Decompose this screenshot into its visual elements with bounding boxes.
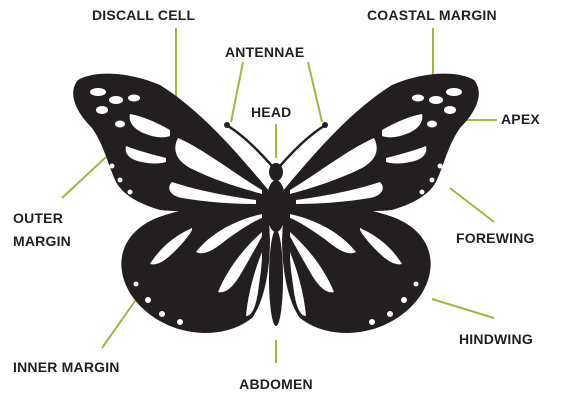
label-inner-margin: INNER MARGIN bbox=[13, 359, 120, 376]
left-hindwing-dot-1 bbox=[145, 297, 151, 303]
left-apex-spot-4 bbox=[128, 95, 140, 102]
right-hindwing-dot-2 bbox=[387, 311, 393, 317]
left-margin-dot-1 bbox=[110, 164, 115, 169]
label-apex: APEX bbox=[501, 111, 540, 128]
label-outer-margin-line2: MARGIN bbox=[13, 233, 71, 250]
left-hindwing-dot-3 bbox=[177, 319, 183, 325]
left-apex-spot-1 bbox=[90, 88, 106, 96]
label-head: HEAD bbox=[251, 104, 291, 121]
left-apex-spot-5 bbox=[115, 121, 125, 128]
right-margin-dot-1 bbox=[438, 164, 443, 169]
label-outer-margin-line1: OUTER bbox=[13, 210, 63, 227]
right-apex-spot-4 bbox=[412, 95, 424, 102]
abdomen-shape bbox=[269, 230, 283, 326]
left-hindwing-dot-4 bbox=[134, 282, 139, 287]
label-abdomen: ABDOMEN bbox=[239, 376, 313, 393]
left-hindwing-dot-2 bbox=[159, 311, 165, 317]
thorax-shape bbox=[266, 180, 286, 232]
label-coastal-margin: COASTAL MARGIN bbox=[367, 7, 497, 24]
label-discall-cell: DISCALL CELL bbox=[92, 7, 195, 24]
label-hindwing: HINDWING bbox=[459, 331, 533, 348]
right-apex-spot-5 bbox=[427, 121, 437, 128]
leader-forewing bbox=[450, 188, 494, 222]
label-forewing: FOREWING bbox=[456, 230, 535, 247]
right-apex-spot-1 bbox=[446, 88, 462, 96]
right-margin-dot-3 bbox=[420, 190, 425, 195]
left-apex-spot-3 bbox=[96, 106, 108, 114]
right-hindwing-dot-3 bbox=[369, 319, 375, 325]
label-antennae: ANTENNAE bbox=[225, 44, 304, 61]
right-apex-spot-2 bbox=[429, 96, 443, 104]
antenna-tip-right bbox=[322, 122, 328, 128]
right-apex-spot-3 bbox=[444, 106, 456, 114]
left-margin-dot-3 bbox=[128, 190, 133, 195]
leader-antennae-right bbox=[308, 62, 322, 122]
leader-outer-margin bbox=[62, 157, 106, 198]
left-apex-spot-2 bbox=[109, 96, 123, 104]
left-margin-dot-2 bbox=[118, 178, 123, 183]
leader-antennae-left bbox=[231, 62, 243, 122]
right-margin-dot-2 bbox=[430, 178, 435, 183]
leader-hindwing bbox=[432, 299, 494, 318]
right-hindwing-dot-4 bbox=[414, 282, 419, 287]
antenna-tip-left bbox=[224, 122, 230, 128]
right-hindwing-dot-1 bbox=[401, 297, 407, 303]
